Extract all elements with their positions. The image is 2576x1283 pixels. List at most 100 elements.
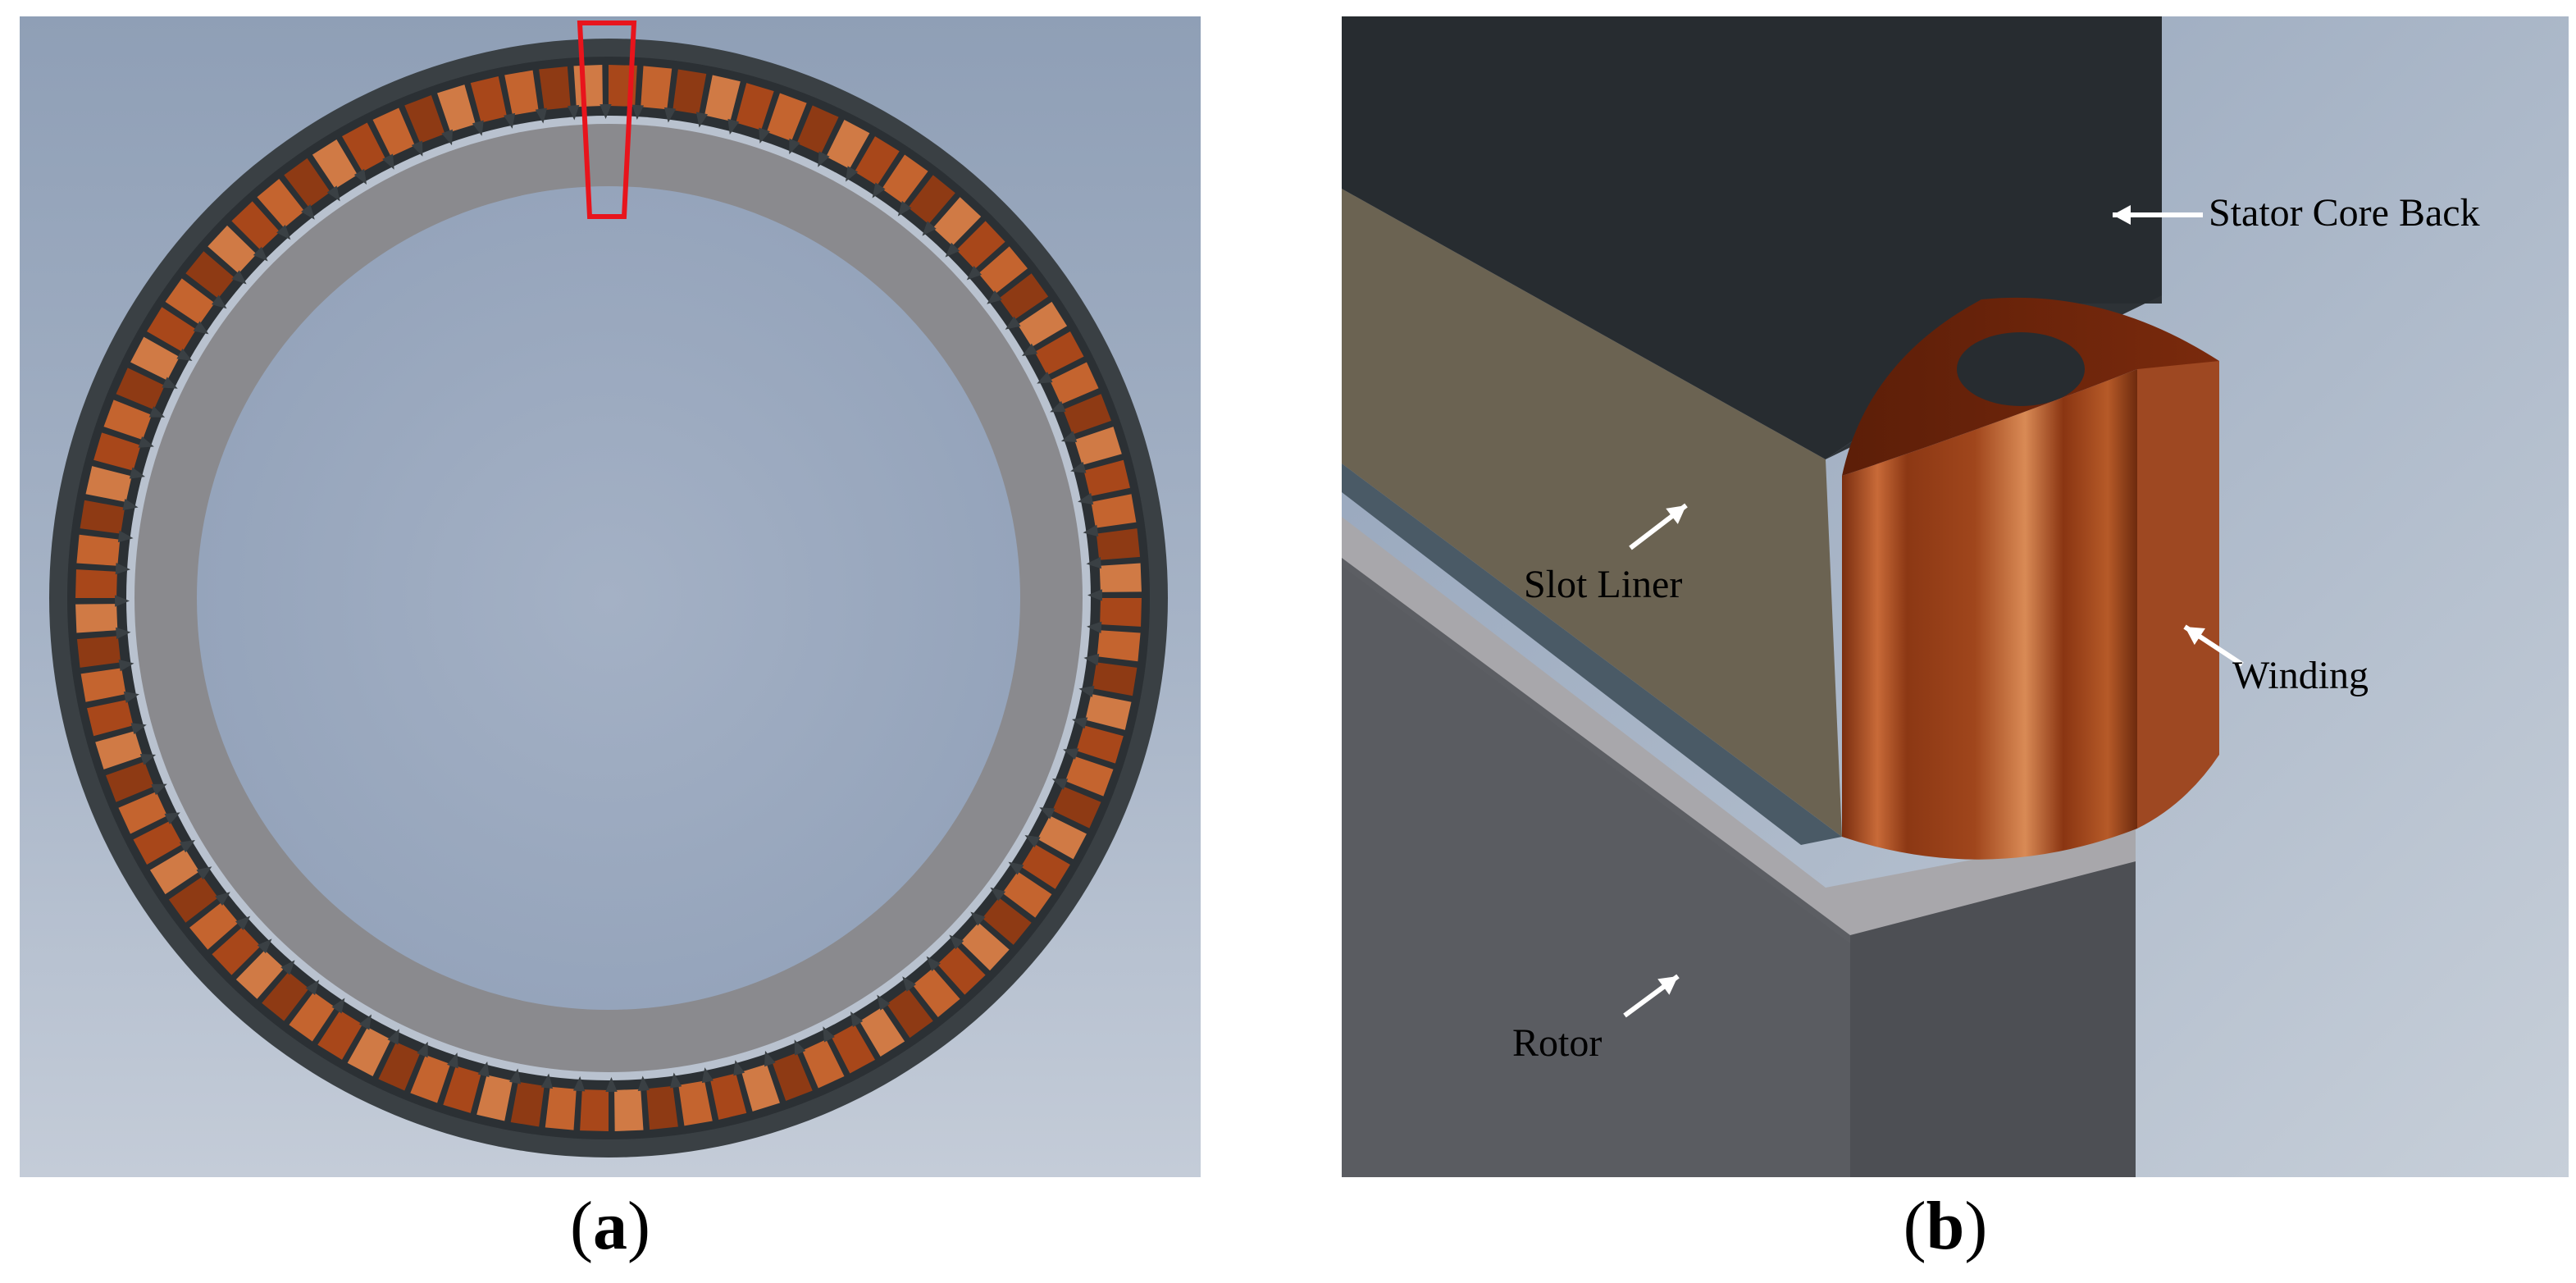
coil-segment	[103, 400, 153, 441]
coil-segment	[580, 1089, 609, 1131]
coil-segment	[831, 1024, 875, 1074]
coil-segment	[75, 604, 118, 633]
stator-tooth	[759, 127, 770, 144]
stator-tooth	[508, 1068, 522, 1084]
stator-tooth	[353, 168, 367, 185]
coil-segment	[1091, 494, 1137, 528]
stator-tooth	[922, 221, 937, 236]
stator-tooth	[902, 976, 916, 992]
stator-tooth	[115, 562, 131, 575]
coil-segment	[796, 105, 839, 154]
coil-segment	[978, 246, 1028, 294]
stator-tooth	[477, 1061, 490, 1078]
stator-tooth	[1063, 748, 1079, 760]
arrow-icon-winding	[2183, 624, 2244, 667]
coil-segment	[443, 1066, 481, 1113]
coil-segment	[678, 1080, 713, 1126]
coil-segment	[614, 1089, 644, 1131]
stator-tooth	[966, 266, 983, 281]
stator-tooth	[193, 321, 209, 335]
coil-segment	[882, 154, 928, 204]
stator-tooth	[945, 242, 960, 258]
stator-tooth	[1050, 400, 1066, 413]
coil-segment	[908, 175, 955, 225]
stator-tooth	[276, 224, 291, 240]
stator-tooth	[139, 754, 157, 765]
winding-bore-hole	[1957, 332, 2085, 406]
coil-segment	[704, 75, 741, 121]
stator-tooth	[631, 104, 645, 121]
coil-segment	[76, 636, 121, 668]
coil-segment	[212, 926, 261, 975]
label-slot-liner: Slot Liner	[1524, 563, 1683, 606]
stator-tooth	[789, 138, 800, 155]
coil-segment	[118, 792, 167, 834]
stator-tooth	[872, 182, 886, 199]
coil-segment	[262, 971, 309, 1021]
stator-tooth	[504, 112, 516, 129]
coil-segment	[937, 946, 986, 995]
arrow-icon-liner	[1629, 503, 1688, 550]
stator-tooth	[301, 204, 315, 220]
caption-b-open: (	[1903, 1188, 1926, 1264]
slot-liner-edge	[1342, 463, 1842, 845]
stator-tooth	[572, 1075, 586, 1092]
coil-segment	[1017, 301, 1068, 347]
rotor-bore	[197, 186, 1020, 1010]
stator-tooth	[970, 911, 986, 926]
stator-tooth	[990, 887, 1006, 902]
coil-segment	[105, 761, 154, 802]
coil-segment	[410, 1054, 451, 1103]
coil-segment	[766, 93, 807, 142]
coil-segment	[1099, 563, 1142, 592]
caption-a-open: (	[570, 1188, 593, 1264]
coil-segment	[855, 136, 900, 186]
stator-tooth	[122, 498, 139, 511]
stator-tooth	[1083, 524, 1099, 537]
coil-segment	[504, 70, 539, 116]
stator-tooth	[1078, 493, 1094, 505]
coil-segment	[437, 84, 476, 132]
coil-segment	[149, 849, 200, 895]
stator-tooth	[949, 934, 964, 950]
coil-segment	[1097, 630, 1141, 662]
coil-segment	[1050, 362, 1099, 404]
coil-segment	[932, 197, 982, 246]
stator-tooth	[637, 1075, 650, 1091]
stator-tooth	[987, 290, 1002, 304]
highlight-slot-outline	[577, 21, 637, 219]
slot-liner-face	[1342, 189, 1842, 837]
coil-segment	[235, 950, 285, 999]
coil-segment	[741, 1064, 780, 1112]
coil-segment	[1063, 394, 1112, 435]
stator-tooth	[1086, 621, 1102, 634]
coil-segment	[772, 1052, 813, 1102]
caption-b: (b)	[1822, 1185, 2068, 1267]
stator-tooth	[417, 1041, 428, 1058]
stator-tooth	[118, 659, 134, 672]
coil-segment	[87, 699, 134, 737]
coil-segment	[1083, 459, 1130, 497]
coil-segment	[147, 307, 197, 352]
stator-tooth	[794, 1039, 806, 1056]
stator-tooth	[877, 994, 891, 1011]
stator-tooth	[130, 723, 147, 735]
coil-segment	[802, 1039, 845, 1089]
coil-segment	[378, 1042, 421, 1091]
stator-tooth	[1087, 589, 1102, 601]
stator-tooth	[162, 377, 178, 389]
stator-tooth	[897, 200, 912, 217]
coil-segment	[709, 1073, 747, 1120]
stator-tooth	[535, 107, 548, 124]
stator-tooth	[117, 530, 134, 543]
callout-arrows	[1623, 205, 2244, 1018]
coil-segment	[185, 251, 235, 299]
stator-tooth	[151, 783, 167, 796]
coil-segment	[646, 1085, 678, 1130]
coil-segment	[1076, 725, 1124, 764]
arrow-icon-rotor	[1623, 974, 1680, 1018]
rotor-side-face	[1850, 861, 2136, 1177]
stator-tooth	[764, 1050, 776, 1067]
stator-tooth	[1008, 861, 1024, 875]
coil-segment	[470, 76, 508, 123]
